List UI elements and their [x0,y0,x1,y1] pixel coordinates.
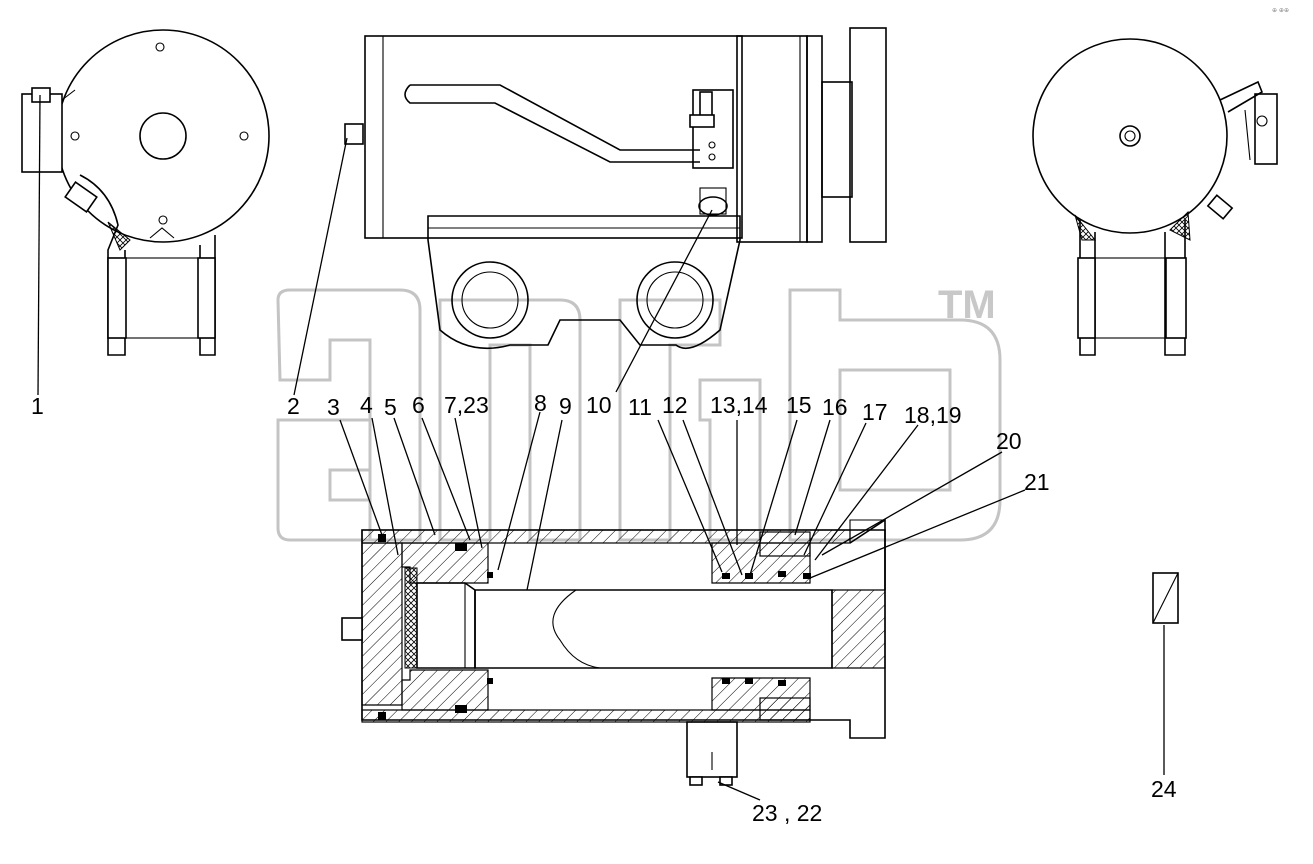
callout-9: 9 [559,393,572,419]
callout-5: 5 [384,394,397,420]
callout-23-22: 23 , 22 [752,800,822,826]
corner-mark: ⊕ ⊕⊕ [1272,7,1289,14]
callout-12: 12 [662,392,688,418]
left-end-view [21,29,270,356]
callout-16: 16 [822,394,848,420]
callout-10: 10 [586,392,612,418]
right-end-view [1032,38,1278,356]
callout-4: 4 [360,392,373,418]
callout-7-23: 7,23 [444,392,489,418]
callout-6: 6 [412,392,425,418]
callout-21: 21 [1024,469,1050,495]
callout-18-19: 18,19 [904,402,962,428]
callout-15: 15 [786,392,812,418]
callout-2: 2 [287,393,300,419]
callout-24: 24 [1151,776,1177,802]
callout-20: 20 [996,428,1022,454]
callout-8: 8 [534,390,547,416]
leader-lines [37,94,1165,801]
section-view [341,518,886,786]
callout-11: 11 [628,394,652,420]
top-side-view [344,27,887,350]
callout-17: 17 [862,399,888,425]
callout-13-14: 13,14 [710,392,768,418]
callout-3: 3 [327,394,340,420]
callout-labels: 1 2 3 4 5 6 7,23 8 9 10 11 12 13,14 15 1… [31,390,1177,826]
callout-1: 1 [31,393,44,419]
watermark-trademark: TM [938,283,996,327]
part-24-seal-kit [1152,572,1179,624]
